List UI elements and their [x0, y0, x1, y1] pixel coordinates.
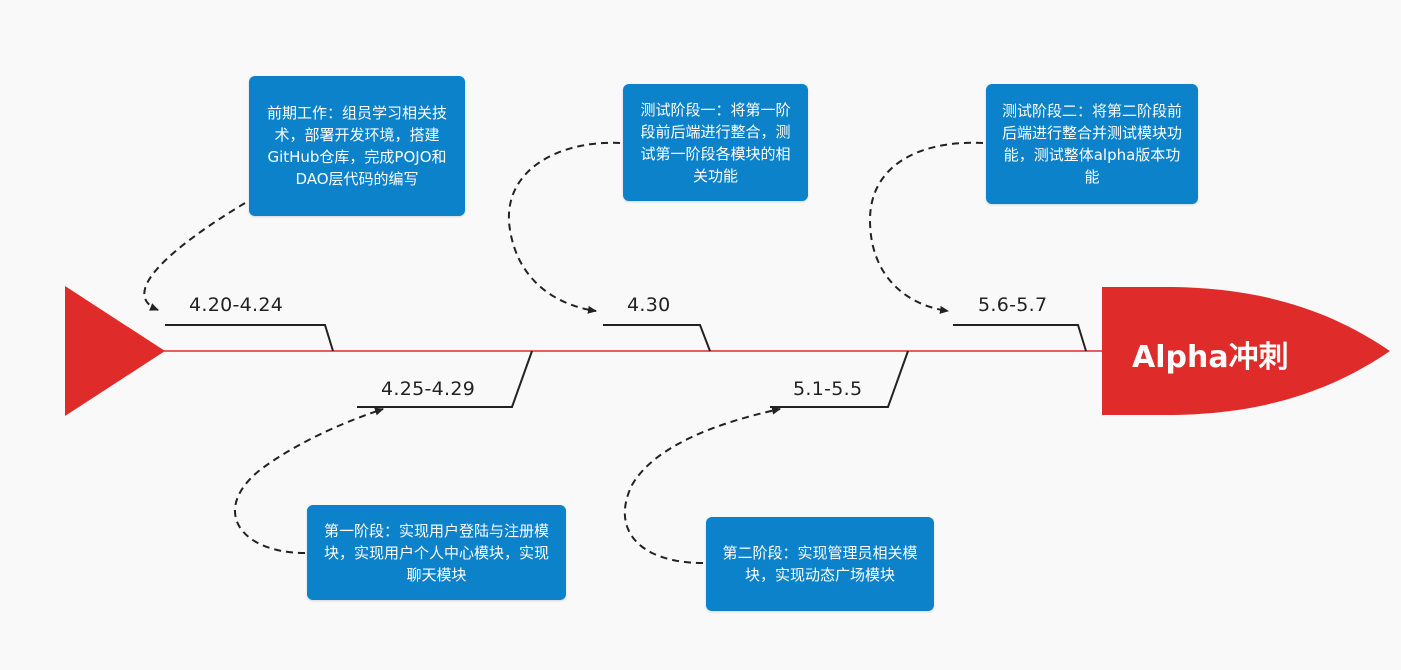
phase-note-text: 前期工作：组员学习相关技术，部署开发环境，搭建GitHub仓库，完成POJO和D… — [266, 104, 447, 188]
phase-note-text: 测试阶段一：将第一阶段前后端进行整合，测试第一阶段各模块的相关功能 — [640, 100, 791, 185]
bone-upper-3 — [953, 324, 1087, 352]
fish-head-label: Alpha冲刺 — [1132, 340, 1289, 375]
connector-1 — [143, 202, 246, 311]
phase-note-5: 测试阶段二：将第二阶段前后端进行整合并测试模块功能，测试整体alpha版本功能 — [986, 84, 1198, 204]
connector-3 — [507, 141, 621, 314]
connector-5 — [868, 141, 984, 314]
date-label-3: 4.30 — [627, 294, 671, 316]
phase-note-1: 前期工作：组员学习相关技术，部署开发环境，搭建GitHub仓库，完成POJO和D… — [249, 76, 465, 216]
fish-tail — [65, 286, 165, 416]
bone-lower-1 — [357, 350, 533, 408]
date-label-5: 5.6-5.7 — [978, 294, 1048, 316]
bone-upper-2 — [603, 324, 711, 352]
fish-head — [1102, 287, 1390, 415]
phase-note-3: 测试阶段一：将第一阶段前后端进行整合，测试第一阶段各模块的相关功能 — [623, 84, 808, 201]
date-label-1: 4.20-4.24 — [189, 294, 284, 316]
phase-note-text: 测试阶段二：将第二阶段前后端进行整合并测试模块功能，测试整体alpha版本功能 — [1001, 102, 1182, 186]
date-label-2: 4.25-4.29 — [381, 378, 476, 400]
bone-lower-2 — [770, 350, 909, 408]
phase-note-text: 第二阶段：实现管理员相关模块，实现动态广场模块 — [722, 544, 918, 584]
phase-note-4: 第二阶段：实现管理员相关模块，实现动态广场模块 — [706, 517, 934, 611]
bone-upper-1 — [165, 324, 334, 352]
phase-note-text: 第一阶段：实现用户登陆与注册模块，实现用户个人中心模块，实现聊天模块 — [323, 521, 549, 584]
date-label-4: 5.1-5.5 — [793, 378, 863, 400]
connector-4 — [623, 406, 781, 564]
phase-note-2: 第一阶段：实现用户登陆与注册模块，实现用户个人中心模块，实现聊天模块 — [307, 505, 566, 600]
